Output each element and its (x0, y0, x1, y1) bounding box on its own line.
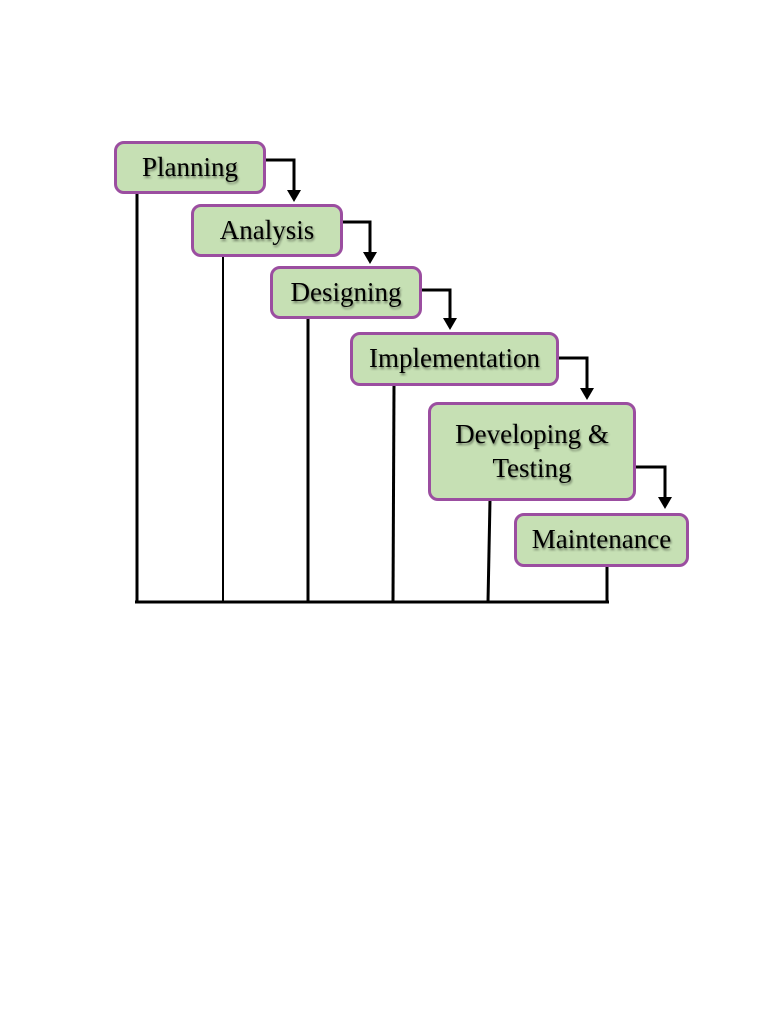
stage-label-developing-testing: Developing & Testing (455, 418, 609, 483)
feedback-line-implementation (391, 384, 396, 603)
arrow-analysis-to-designing (343, 220, 372, 255)
stage-analysis: Analysis (191, 204, 343, 257)
stage-implementation: Implementation (350, 332, 559, 386)
feedback-line-developing (486, 499, 492, 603)
arrow-designing-to-implementation (422, 288, 452, 321)
arrow-planning-to-analysis (266, 158, 296, 193)
arrow-implementation-to-developing (559, 356, 589, 391)
stage-label-maintenance: Maintenance (531, 524, 672, 555)
stage-label-planning: Planning (141, 151, 238, 182)
stage-designing: Designing (270, 266, 422, 319)
stage-developing-testing: Developing & Testing (428, 402, 636, 501)
arrow-developing-to-maintenance (636, 465, 667, 500)
stage-maintenance: Maintenance (514, 513, 689, 567)
stage-label-designing: Designing (290, 276, 402, 307)
stage-label-implementation: Implementation (369, 343, 540, 374)
stage-planning: Planning (114, 141, 266, 194)
stage-label-analysis: Analysis (219, 214, 315, 245)
